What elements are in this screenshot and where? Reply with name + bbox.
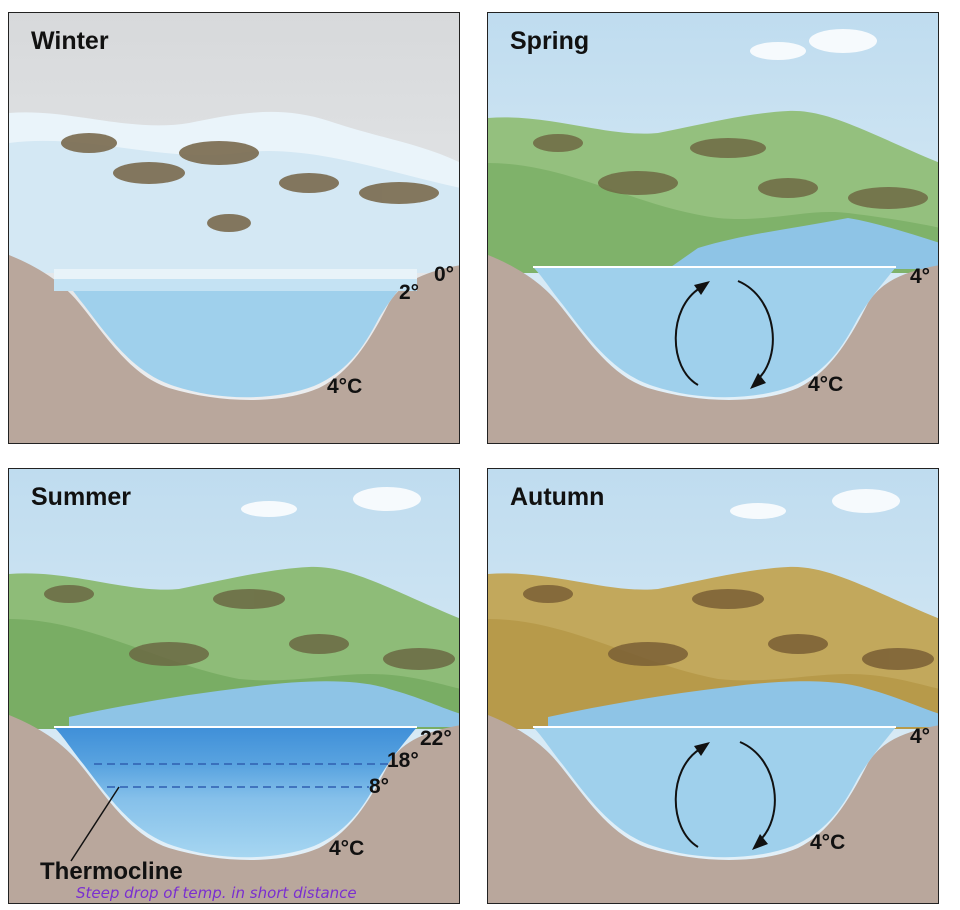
autumn-panel: Autumn 4° 4°C <box>487 468 939 904</box>
spring-panel: Spring 4° 4°C <box>487 12 939 444</box>
autumn-surface-temp: 4° <box>910 725 931 748</box>
winter-bottom-temp: 4°C <box>327 375 363 398</box>
thermocline-label: Thermocline <box>40 858 183 885</box>
autumn-bottom-temp: 4°C <box>810 831 846 854</box>
winter-surface-temp: 0° <box>434 263 455 286</box>
autumn-title: Autumn <box>510 483 605 511</box>
autumn-illustration <box>488 469 938 903</box>
spring-surface-temp: 4° <box>910 265 931 288</box>
winter-panel: Winter 0° 2° 4°C <box>8 12 460 444</box>
spring-title: Spring <box>510 27 590 55</box>
winter-upper-temp: 2° <box>399 281 420 304</box>
summer-panel: Summer 22° 18° 8° 4°C <box>8 468 460 904</box>
summer-bottom-temp: 4°C <box>329 837 365 860</box>
summer-illustration <box>9 469 459 903</box>
summer-mid-temp: 8° <box>369 775 390 798</box>
winter-title: Winter <box>31 27 109 55</box>
summer-upper-temp: 18° <box>387 749 419 772</box>
summer-title: Summer <box>31 483 132 511</box>
spring-illustration <box>488 13 938 443</box>
summer-surface-temp: 22° <box>420 727 452 750</box>
handwritten-annotation: Steep drop of temp. in short distance <box>76 884 357 902</box>
winter-illustration <box>9 13 459 443</box>
spring-bottom-temp: 4°C <box>808 373 844 396</box>
